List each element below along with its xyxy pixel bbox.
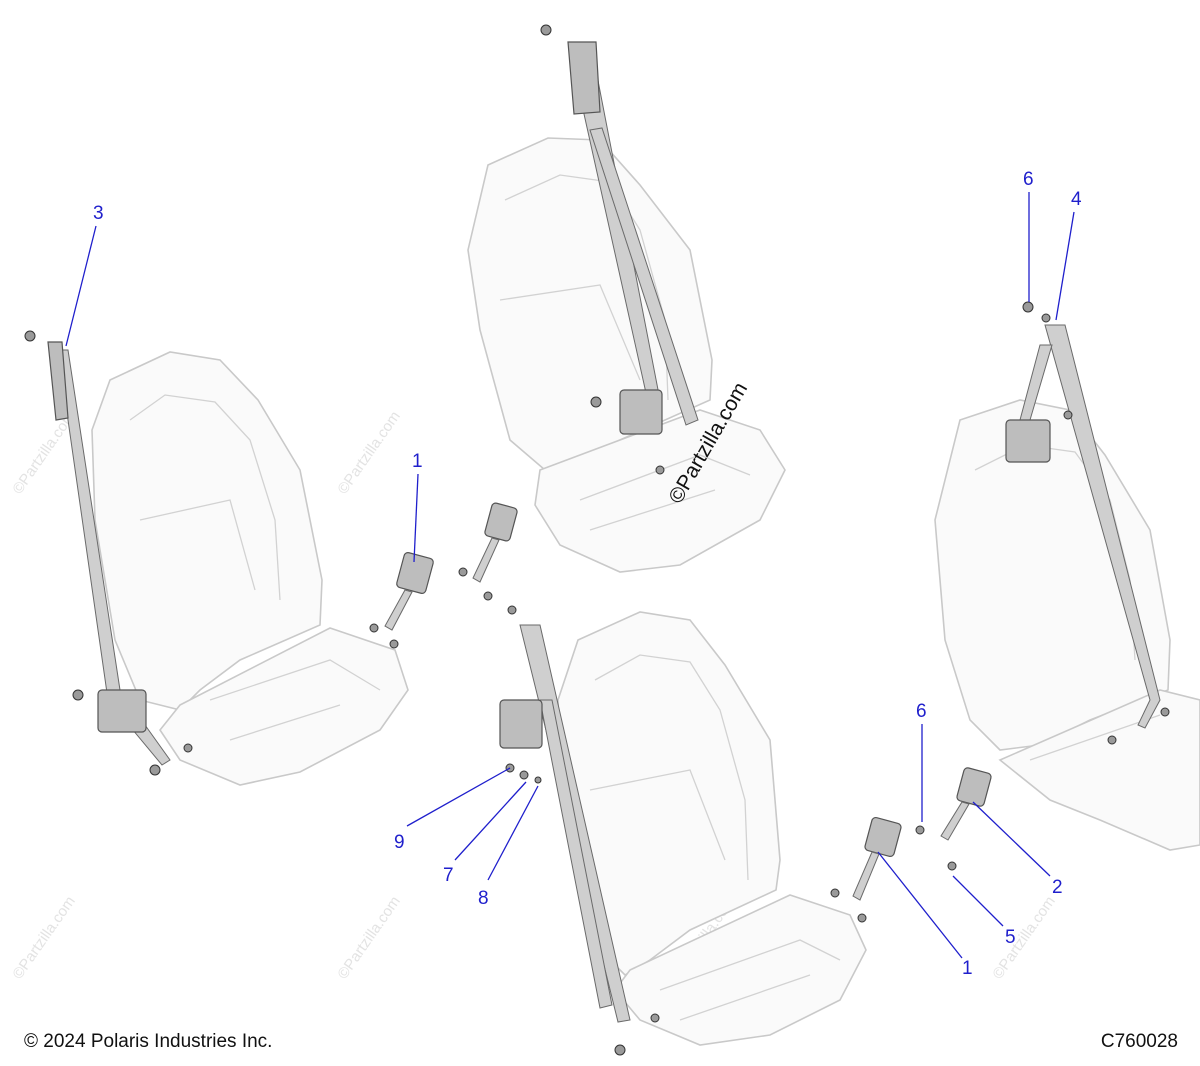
svg-text:©Partzilla.com: ©Partzilla.com [989, 893, 1059, 982]
buckle-right-center [915, 767, 992, 871]
callout-2: 2 [1052, 877, 1063, 898]
seat-belt-top [540, 24, 699, 475]
diagram-code: C760028 [1100, 1031, 1178, 1052]
svg-text:©Partzilla.com: ©Partzilla.com [334, 893, 404, 982]
svg-text:©Partzilla.com: ©Partzilla.com [9, 893, 79, 982]
svg-text:©Partzilla.com: ©Partzilla.com [334, 408, 404, 497]
buckle-top-center [458, 502, 518, 615]
callout-9: 9 [394, 832, 405, 853]
callout-1-bottom: 1 [962, 958, 973, 979]
callout-6-top: 6 [1023, 169, 1034, 190]
buckle-bottom-center [830, 816, 902, 923]
seat-left [91, 351, 409, 786]
seat-belt-left [24, 330, 193, 776]
callout-6-bottom: 6 [916, 701, 927, 722]
seat-bottom [557, 611, 867, 1046]
callout-8: 8 [478, 888, 489, 909]
callout-1-top: 1 [412, 451, 423, 472]
seat-right [934, 399, 1200, 851]
leader-lines [65, 192, 1075, 959]
seat-belt-right [1005, 301, 1170, 745]
copyright-text: © 2024 Polaris Industries Inc. [24, 1031, 273, 1052]
callout-7: 7 [443, 865, 454, 886]
callout-4: 4 [1071, 189, 1082, 210]
callout-numbers: 3 1 1 2 4 5 6 6 7 8 9 [93, 169, 1082, 979]
buckle-left-center [369, 552, 434, 649]
seat-belt-bottom [499, 624, 660, 1056]
callout-5: 5 [1005, 927, 1016, 948]
callout-3: 3 [93, 203, 104, 224]
